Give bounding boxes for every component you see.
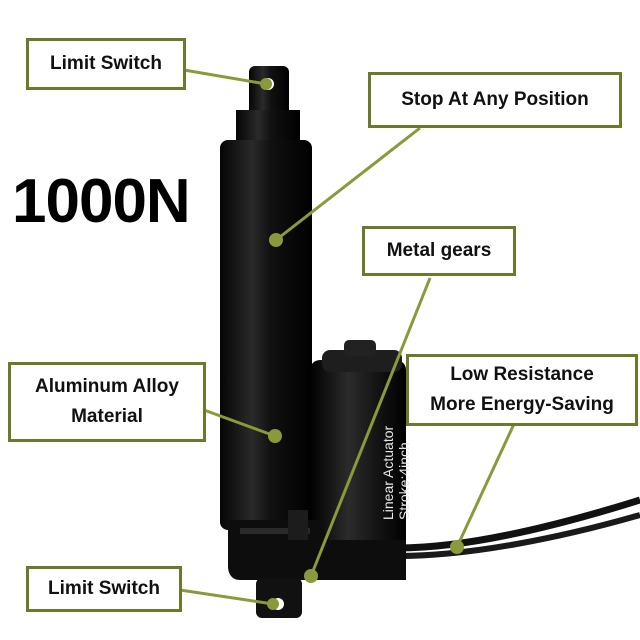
power-cable-second (397, 512, 640, 559)
leader-metal-gears (309, 277, 432, 577)
callout-text: Stop At Any Position (401, 89, 589, 110)
leader-stop-position (275, 126, 421, 242)
motor-knob (344, 340, 376, 356)
callout-metal-gears: Metal gears (362, 226, 516, 276)
callout-limit-switch-top: Limit Switch (26, 38, 186, 90)
leader-limit-top (183, 68, 267, 86)
dot-low-resistance (450, 540, 464, 554)
dot-aluminum (268, 429, 282, 443)
rod-end-bottom (256, 578, 302, 618)
motor-label-line1: Linear Actuator (380, 425, 396, 520)
dot-metal-gears (304, 569, 318, 583)
callout-limit-switch-bottom: Limit Switch (26, 566, 182, 612)
motor-cap (322, 350, 402, 372)
callout-text-line2: More Energy-Saving (430, 394, 614, 415)
dot-stop-position (269, 233, 283, 247)
force-rating-headline: 1000N (12, 167, 191, 236)
dot-limit-bottom (267, 598, 279, 610)
callout-stop-any-position: Stop At Any Position (368, 72, 622, 128)
callout-text: Limit Switch (48, 578, 160, 599)
outer-tube (220, 140, 312, 530)
callout-text-line2: Material (71, 406, 143, 427)
motor-label-line2: Stroke:4inch (396, 442, 412, 520)
bracket (288, 510, 308, 540)
gear-box-highlight (240, 528, 310, 534)
power-cable (397, 496, 640, 552)
callout-text-line1: Low Resistance (450, 364, 594, 385)
callout-low-resistance: Low Resistance More Energy-Saving (406, 354, 638, 426)
dot-limit-top (260, 78, 272, 90)
leader-low-resistance (455, 423, 516, 548)
leader-aluminum (203, 408, 276, 438)
callout-text: Limit Switch (50, 53, 162, 74)
gear-box (228, 520, 406, 580)
callout-text-line1: Aluminum Alloy (35, 376, 179, 397)
leader-limit-bottom (179, 588, 274, 606)
callout-text: Metal gears (386, 240, 492, 261)
callout-aluminum-alloy: Aluminum Alloy Material (8, 362, 206, 442)
